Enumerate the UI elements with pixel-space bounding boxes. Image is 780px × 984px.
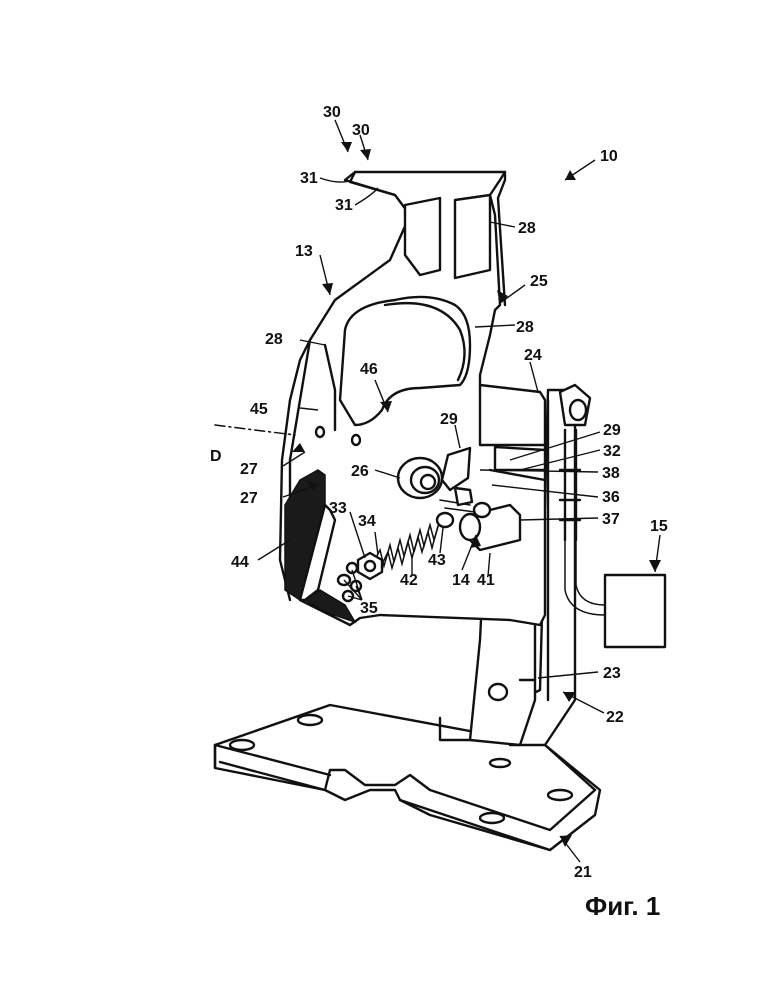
label-31-b: 31 bbox=[335, 197, 353, 214]
pivot-bolt bbox=[398, 458, 442, 498]
label-41: 41 bbox=[477, 572, 495, 589]
label-42: 42 bbox=[400, 572, 418, 589]
label-35: 35 bbox=[360, 600, 378, 617]
label-28-a: 28 bbox=[518, 220, 536, 237]
label-15: 15 bbox=[650, 518, 668, 535]
label-37: 37 bbox=[602, 511, 620, 528]
label-22: 22 bbox=[606, 709, 624, 726]
label-10: 10 bbox=[600, 148, 618, 165]
label-31-a: 31 bbox=[300, 170, 318, 187]
label-32: 32 bbox=[603, 443, 621, 460]
label-29-b: 29 bbox=[603, 422, 621, 439]
label-28-c: 28 bbox=[265, 331, 283, 348]
label-25: 25 bbox=[530, 273, 548, 290]
label-30-a: 30 bbox=[323, 104, 341, 121]
label-30-b: 30 bbox=[352, 122, 370, 139]
control-unit bbox=[565, 540, 665, 647]
label-45: 45 bbox=[250, 401, 268, 418]
label-33: 33 bbox=[329, 500, 347, 517]
axis-d bbox=[215, 425, 295, 435]
figure-caption: Фиг. 1 bbox=[585, 891, 660, 921]
label-29-a: 29 bbox=[440, 411, 458, 428]
label-34: 34 bbox=[358, 513, 376, 530]
label-28-b: 28 bbox=[516, 319, 534, 336]
label-38: 38 bbox=[602, 465, 620, 482]
label-44: 44 bbox=[231, 554, 249, 571]
label-14: 14 bbox=[452, 572, 470, 589]
label-27-b: 27 bbox=[240, 490, 258, 507]
label-21: 21 bbox=[574, 864, 592, 881]
label-43: 43 bbox=[428, 552, 446, 569]
label-13: 13 bbox=[295, 243, 313, 260]
label-D: D bbox=[210, 448, 222, 465]
label-36: 36 bbox=[602, 489, 620, 506]
hinge-top bbox=[560, 385, 590, 540]
label-26: 26 bbox=[351, 463, 369, 480]
label-46: 46 bbox=[360, 361, 378, 378]
label-24: 24 bbox=[524, 347, 542, 364]
label-27-a: 27 bbox=[240, 461, 258, 478]
label-23: 23 bbox=[603, 665, 621, 682]
